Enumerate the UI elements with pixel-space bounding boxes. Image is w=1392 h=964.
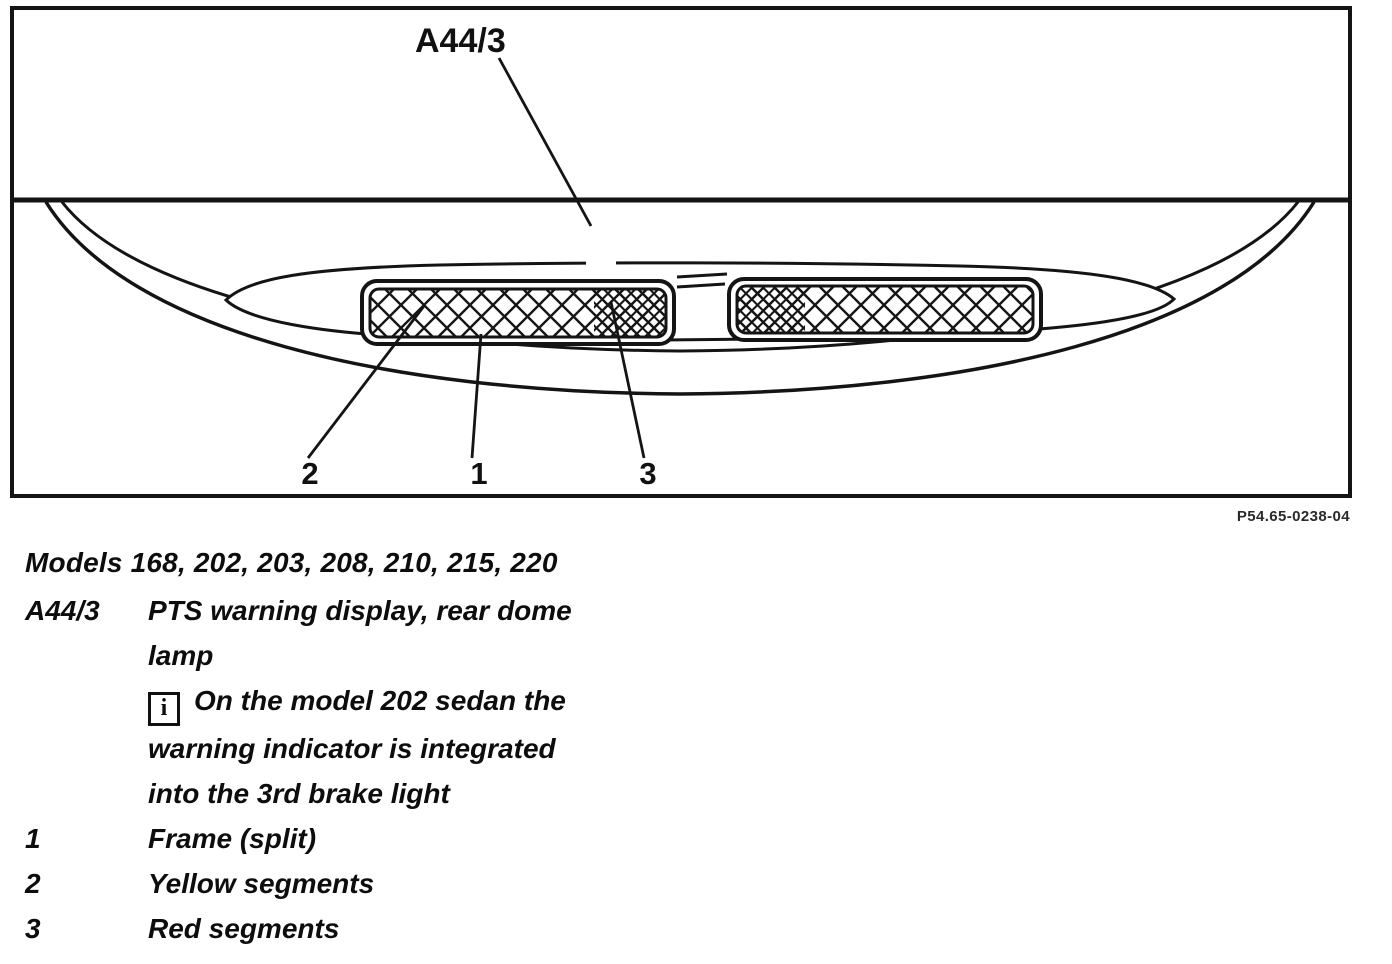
legend-key-1: 1 (25, 823, 41, 854)
note-line2: warning indicator is integrated (148, 733, 556, 764)
legend-row-3: 3 Red segments (25, 906, 572, 951)
note-line3: into the 3rd brake light (148, 778, 450, 809)
legend-label-2: Yellow segments (148, 868, 375, 899)
segment-block-left (360, 279, 676, 346)
legend-desc-a44-3: PTS warning display, rear dome lamp i On … (148, 588, 572, 816)
legend-row-2: 2 Yellow segments (25, 861, 572, 906)
legend-key-2: 2 (25, 868, 41, 899)
legend-a44-3-line1: PTS warning display, rear dome (148, 595, 572, 626)
legend-row-a44-3: A44/3 PTS warning display, rear dome lam… (25, 588, 572, 816)
legend-row-1: 1 Frame (split) (25, 816, 572, 861)
figure-border (10, 6, 1352, 498)
callout-2: 2 (301, 456, 318, 491)
dome-lamp-figure: A44/3 2 1 3 (10, 6, 1352, 498)
leader-line-2 (306, 305, 426, 459)
segment-block-right (727, 277, 1043, 342)
legend-key-a44-3: A44/3 (25, 595, 100, 626)
callout-3: 3 (639, 456, 656, 491)
frame-split-marks (676, 272, 728, 289)
lamp-housing-inner-contour (60, 201, 1300, 353)
legend-a44-3-line2: lamp (148, 640, 214, 671)
callout-a44-3: A44/3 (415, 22, 506, 60)
legend-label-1: Frame (split) (148, 823, 317, 854)
models-line: Models 168, 202, 203, 208, 210, 215, 220 (25, 547, 558, 578)
bezel-split-gap (586, 256, 616, 268)
figure-diagram: A44/3 2 1 3 (10, 6, 1352, 498)
legend: Models 168, 202, 203, 208, 210, 215, 220… (25, 540, 572, 951)
red-segments-left-block (594, 289, 666, 337)
legend-key-3: 3 (25, 913, 41, 944)
info-icon: i (148, 692, 180, 726)
figure-ref-number: P54.65-0238-04 (1236, 508, 1350, 525)
note-line1: On the model 202 sedan the (194, 685, 566, 716)
leader-line-1 (470, 333, 483, 459)
leader-line-3 (609, 301, 646, 459)
leader-line-a44-3 (497, 57, 593, 227)
callout-1: 1 (470, 456, 487, 491)
lamp-housing-outer-contour (44, 201, 1316, 396)
red-segments-right-block (737, 286, 805, 333)
legend-label-3: Red segments (148, 913, 340, 944)
note-line-first: i On the model 202 sedan the (148, 678, 572, 726)
